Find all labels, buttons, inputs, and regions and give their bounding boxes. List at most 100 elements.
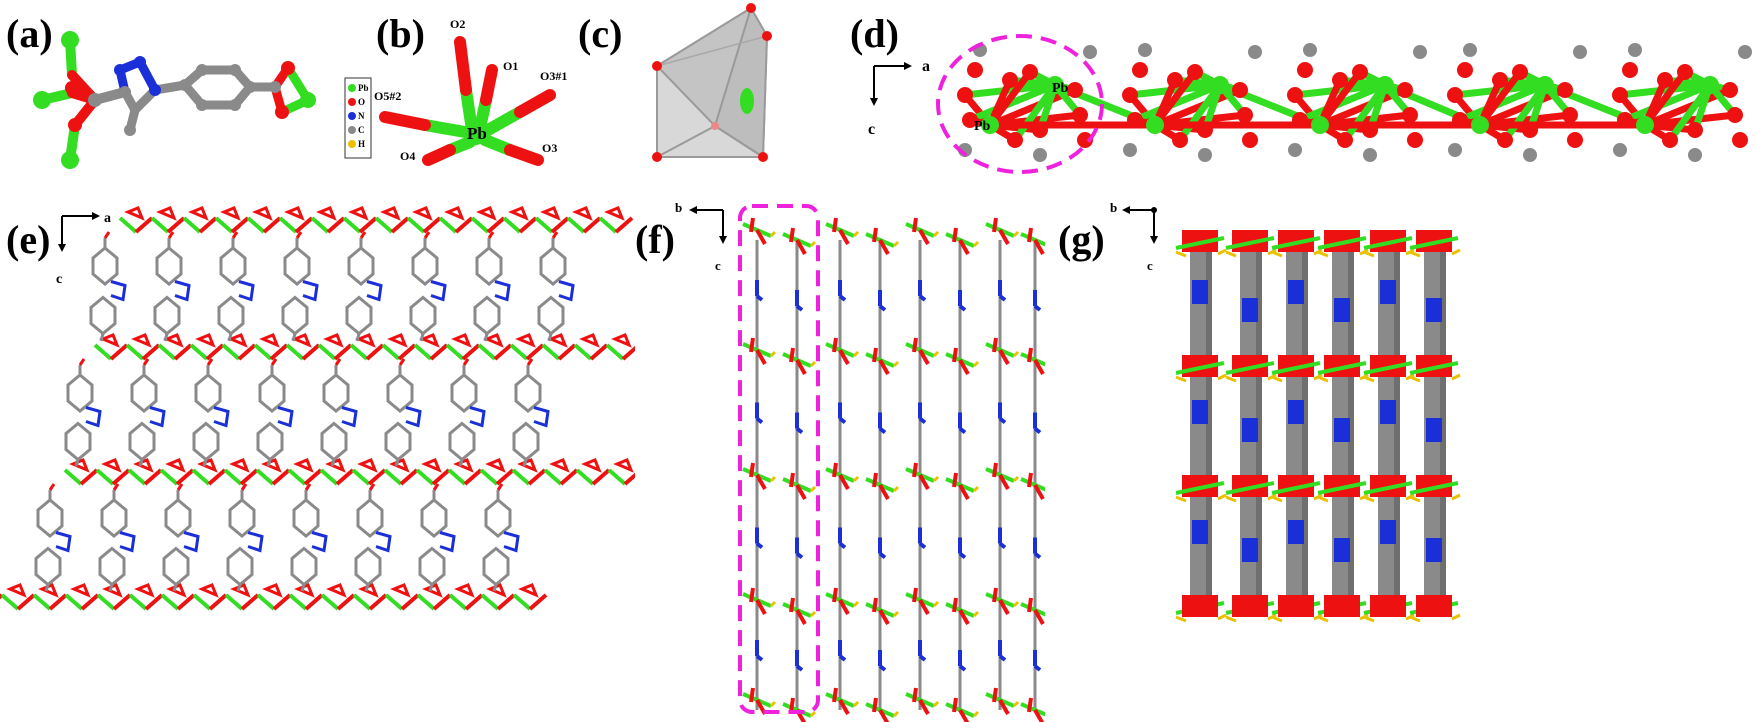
carboxylate: [419, 333, 440, 348]
o-bond: [789, 697, 795, 713]
n-bond: [918, 294, 927, 302]
chain-bond: [189, 343, 209, 361]
oxygen-atom: [962, 112, 978, 128]
panel-c: (c): [645, 0, 815, 200]
pb-link: [1175, 361, 1225, 375]
carboxylate-block: [1278, 595, 1314, 617]
bond: [1298, 81, 1387, 124]
triazole-block: [1334, 538, 1350, 562]
o-bond: [998, 349, 1010, 365]
oxygen-atom: [1407, 132, 1423, 148]
bond: [1667, 82, 1713, 143]
chain-bond: [573, 343, 593, 361]
phenyl-ring: [64, 421, 92, 462]
bond: [458, 459, 464, 467]
triazole-block: [1334, 298, 1350, 322]
bond: [428, 584, 434, 592]
carboxylate: [412, 206, 433, 221]
oxygen-atom: [1287, 87, 1303, 103]
carboxylate: [390, 583, 411, 598]
chain-bond: [336, 593, 356, 611]
bond: [987, 69, 1033, 128]
h-bond: [852, 600, 860, 608]
chain-bond: [79, 468, 99, 486]
carbon-atom: [1688, 148, 1702, 162]
chain-bond: [326, 216, 346, 234]
chain-bond: [352, 593, 372, 611]
phenyl-ring: [281, 295, 309, 336]
o-bond: [878, 484, 890, 500]
chain-bond: [495, 468, 515, 486]
pb-coordination: Pb O2 O1 O3#1 O5#2 O4 O3: [374, 17, 567, 166]
triazole-block: [1192, 400, 1208, 424]
n-bond: [878, 551, 887, 560]
oxygen-atom: [1727, 107, 1743, 123]
chain-pb-1: Pb: [1052, 81, 1069, 96]
h-bond: [809, 710, 817, 718]
chain-bond: [415, 468, 435, 486]
chain-bond: [272, 593, 292, 611]
carbon-atom: [1123, 143, 1137, 157]
chain-bond: [406, 216, 426, 234]
n-bond: [878, 664, 887, 672]
chain-bond: [294, 216, 314, 234]
phenyl-ring: [411, 246, 439, 286]
carbon-atom: [1573, 45, 1587, 59]
o-bond: [958, 239, 970, 255]
o-bond: [952, 227, 958, 243]
layer-bc-plane: b c: [675, 200, 1045, 722]
chain-bond: [493, 343, 513, 361]
ligand-column-shade: [1394, 230, 1400, 610]
o-bond: [992, 337, 998, 353]
chain-bond: [496, 593, 516, 611]
carboxylate: [259, 333, 280, 348]
phenyl-ring: [194, 373, 222, 413]
panel-d: (d) a c Pb Pb: [840, 0, 1755, 200]
h-bond: [809, 240, 817, 248]
chain-bond: [432, 593, 452, 611]
o-bond: [795, 609, 807, 625]
carbon-atom: [1628, 43, 1642, 57]
chain-bond: [157, 343, 177, 361]
oxygen-atom: [1722, 82, 1738, 98]
oxygen-atom: [1067, 82, 1083, 98]
h-bond: [972, 360, 980, 368]
triazole-ring: [375, 531, 392, 553]
bond: [492, 584, 498, 592]
oxygen-atom: [1512, 64, 1528, 80]
n-bond: [1033, 426, 1042, 435]
ligand-column-shade: [1440, 230, 1446, 610]
chain-bond: [319, 468, 339, 486]
carboxylate: [198, 583, 219, 598]
o-bond: [838, 474, 850, 490]
o-bond: [918, 229, 930, 245]
ligand-column-shade: [1348, 230, 1354, 610]
chain-bond: [207, 468, 227, 486]
chain-bond: [255, 468, 275, 486]
h-atom: [1175, 375, 1187, 383]
chain-bond: [463, 468, 483, 486]
atom-o4: O4: [400, 149, 415, 163]
h-bond: [769, 600, 777, 608]
bond: [108, 584, 114, 592]
chain-bond: [303, 468, 323, 486]
carboxylate-block: [1416, 595, 1452, 617]
pb-link: [1409, 236, 1459, 250]
chain-bond: [400, 593, 420, 611]
pb-atom: [981, 116, 999, 134]
o-bond: [795, 484, 807, 500]
carboxylate: [102, 583, 123, 598]
o-bond: [755, 599, 767, 615]
carboxylate: [613, 458, 634, 473]
carbon-atom: [1033, 148, 1047, 162]
phenyl-ring: [153, 295, 181, 336]
n-bond: [958, 551, 967, 560]
h-bond: [852, 700, 860, 708]
phenyl-ring: [409, 295, 437, 336]
carboxylate: [579, 333, 600, 348]
chain-bond: [96, 593, 116, 611]
axis-d-c: c: [868, 121, 875, 138]
carbon-atom: [1083, 45, 1097, 59]
oxygen-atom: [957, 87, 973, 103]
oxygen-atom: [1677, 64, 1693, 80]
